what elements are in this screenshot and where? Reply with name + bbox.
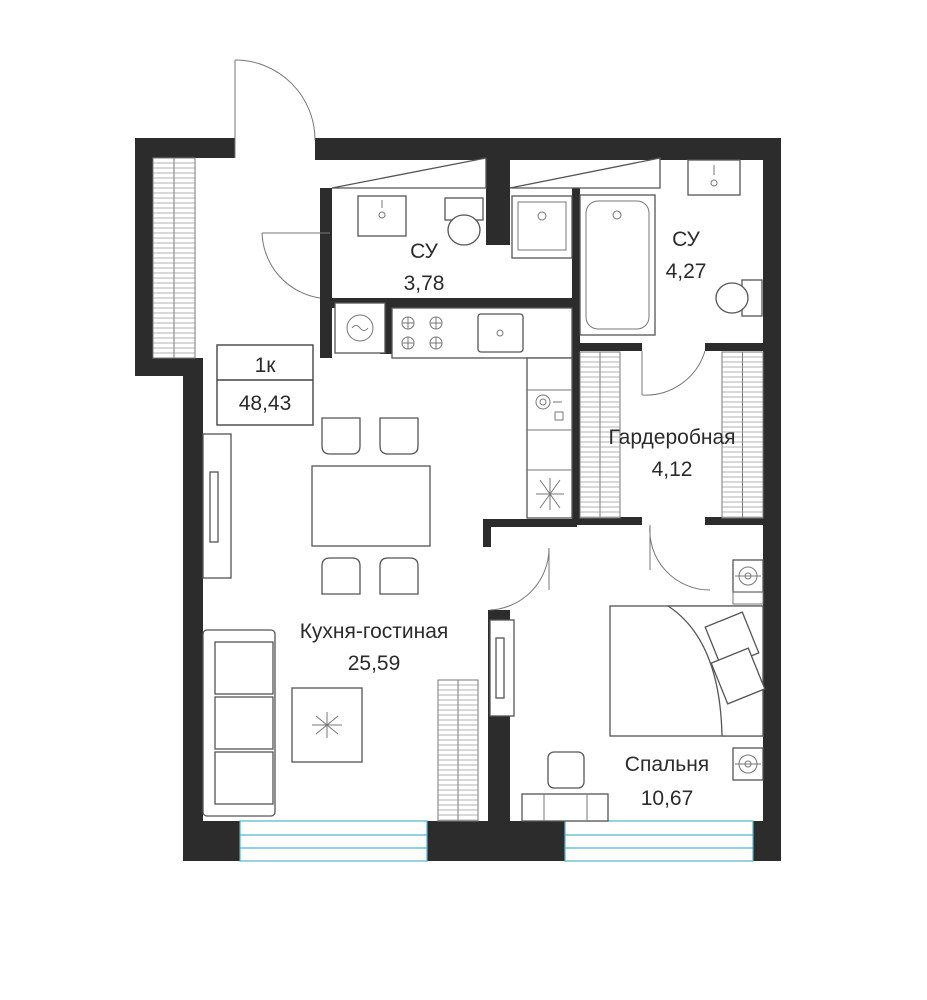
- sofa-icon: [202, 629, 276, 817]
- sink-icon: [687, 159, 741, 196]
- toilet-icon: [715, 279, 763, 317]
- bedroom-area: 10,67: [641, 787, 694, 810]
- bedroom-door-icon: [489, 547, 550, 611]
- wall-top-right: [315, 138, 781, 160]
- dining-table: [311, 465, 431, 547]
- desk: [521, 751, 609, 822]
- living-furniture: [202, 417, 431, 817]
- wall-bath1-bottom: [320, 298, 572, 308]
- bathroom2-area: 4,27: [666, 260, 707, 283]
- wardrobe-area: 4,12: [652, 458, 693, 481]
- wall-wardrobe-left: [572, 180, 580, 523]
- wall-bedroom-top: [483, 519, 577, 527]
- rug: [291, 687, 363, 763]
- vent-icon: [536, 478, 564, 510]
- apartment-type: 1к: [255, 354, 277, 377]
- bathtub-icon: [579, 194, 656, 336]
- wall-wardrobe-bottom-left: [572, 517, 642, 525]
- window-bedroom: [564, 820, 754, 862]
- chair-icon: [321, 417, 419, 595]
- wall-wardrobe-top-right: [705, 343, 765, 351]
- wall-bottom-right: [753, 821, 781, 861]
- wall-left-upper: [135, 138, 153, 376]
- bathroom2-name: СУ: [672, 228, 700, 251]
- window-living: [239, 820, 428, 862]
- wall-wardrobe-top-left: [572, 343, 642, 351]
- bath2-door-icon: [641, 350, 706, 396]
- chair-icon: [547, 751, 585, 789]
- sink-icon: [511, 195, 573, 259]
- wardrobe-closet: [489, 619, 515, 717]
- water-heater-icon: [535, 394, 564, 421]
- wardrobe-door-icon: [649, 524, 711, 591]
- hatch-living: [437, 679, 479, 822]
- toilet-icon: [444, 197, 484, 246]
- wall-bedroom-top-stub: [483, 519, 491, 547]
- windows: [239, 820, 754, 862]
- bed-icon: [609, 605, 766, 737]
- bath2-fixtures: [509, 157, 763, 336]
- kitchen-sink-icon: [477, 313, 524, 353]
- wall-bath1-side: [320, 188, 332, 358]
- wall-left-lower: [183, 358, 203, 861]
- hatch-wardrobe-right: [721, 351, 764, 519]
- bath1-door-icon: [261, 232, 330, 299]
- wall-top-left: [135, 138, 235, 158]
- bath1-fixtures: [331, 157, 487, 354]
- nightstand-lamp-icon: [732, 747, 764, 781]
- kitchen-living-area: 25,59: [348, 652, 401, 675]
- doors: [234, 59, 711, 611]
- nightstand-lamp-icon: [732, 559, 764, 605]
- wall-bath-divider: [486, 150, 510, 245]
- stove-icon: [401, 316, 443, 350]
- room-labels: СУ 3,78 СУ 4,27 Гардеробная 4,12 Кухня-г…: [300, 228, 736, 810]
- hatch-wardrobe-left: [579, 351, 621, 519]
- bathroom1-area: 3,78: [404, 272, 445, 295]
- hatch-left: [152, 157, 196, 359]
- kitchen-living-name: Кухня-гостиная: [300, 620, 449, 643]
- apartment-area: 48,43: [239, 392, 292, 415]
- entrance-door-icon: [234, 59, 316, 158]
- wall-bottom-left: [183, 821, 240, 861]
- wall-wardrobe-bottom-right: [705, 517, 765, 525]
- tv-stand: [202, 433, 232, 579]
- bathroom1-name: СУ: [410, 240, 438, 263]
- apartment-badge: 1к 48,43: [216, 344, 314, 426]
- bedroom-furniture: [489, 559, 766, 822]
- wardrobe-name: Гардеробная: [608, 426, 735, 449]
- kitchen-fixtures: [391, 307, 573, 519]
- bedroom-name: Спальня: [625, 753, 709, 776]
- wall-right: [763, 138, 781, 861]
